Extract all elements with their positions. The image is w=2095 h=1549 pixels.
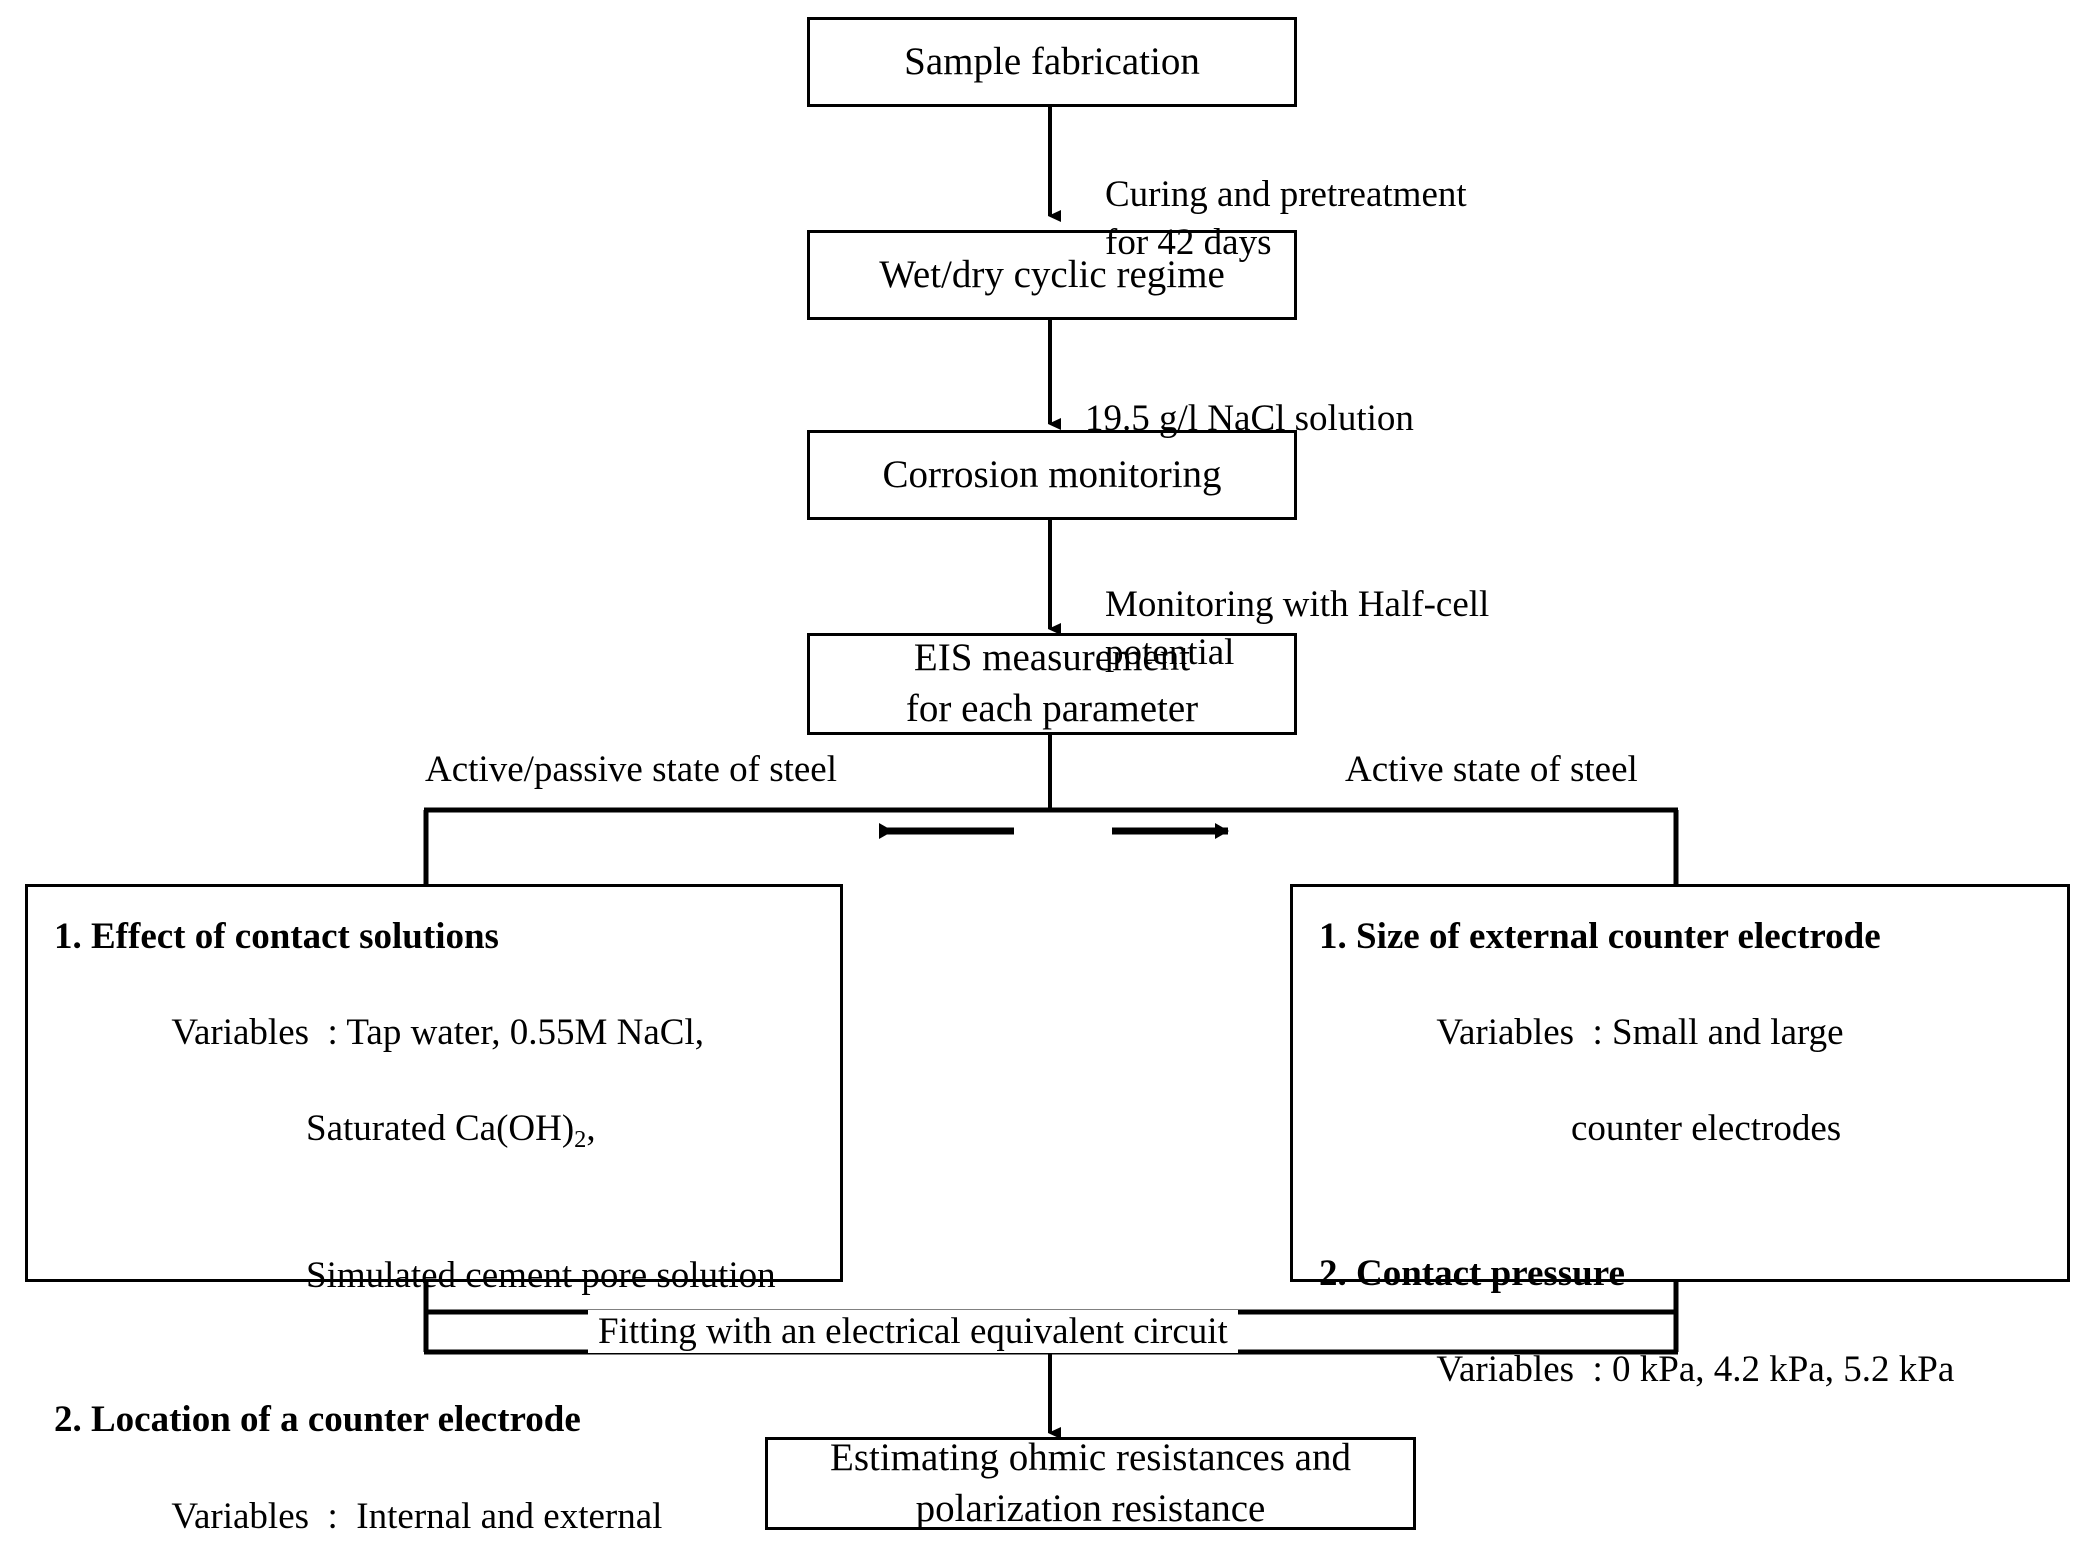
panel-left-item-1-heading: Effect of contact solutions	[91, 916, 499, 957]
branch-label-active-passive: Active/passive state of steel	[425, 748, 837, 791]
edge-label-curing-pretreatment: Curing and pretreatment for 42 days	[1105, 123, 1467, 267]
panel-left-item-2-title: 2. Location of a counter electrode	[54, 1396, 840, 1444]
panel-left-item-2-number: 2.	[54, 1399, 82, 1441]
panel-left-item-1-vars-value-3: Simulated cement pore solution	[306, 1255, 776, 1297]
branch-label-left-text: Active/passive state of steel	[425, 749, 838, 790]
panel-left-item-2-variables: Variables : Internal and external counte…	[98, 1445, 840, 1549]
node-estimating-resistances[interactable]: Estimating ohmic resistances and polariz…	[765, 1436, 1416, 1530]
panel-left-item-1-number: 1.	[54, 916, 82, 957]
panel-right-item-2-title: 2. Contact pressure	[1319, 1250, 2067, 1298]
edge-label-half-cell-potential: Monitoring with Half-cell potential	[1105, 533, 1489, 677]
panel-left-item-2-vars-value-1: Internal and external	[347, 1495, 663, 1537]
node-estimating-resistances-label: Estimating ohmic resistances and polariz…	[830, 1435, 1351, 1530]
edge-label-half-cell-text: Monitoring with Half-cell potential	[1105, 584, 1490, 674]
edge-label-nacl-solution: 19.5 g/l NaCl solution	[1085, 347, 1414, 443]
panel-right-item-1-vars-label: Variables :	[1436, 1012, 1613, 1054]
node-wet-dry-label: Wet/dry cyclic regime	[879, 253, 1225, 297]
panel-left-item-1-vars-value-2: Saturated Ca(OH)2,	[306, 1108, 596, 1154]
panel-right-item-2: 2. Contact pressure Variables : 0 kPa, 4…	[1319, 1250, 2067, 1442]
panel-right-item-1-variables: Variables : Small and large counter elec…	[1363, 961, 2067, 1250]
panel-active-parameters[interactable]: 1. Size of external counter electrode Va…	[1290, 884, 2070, 1390]
panel-left-item-1-vars-value-1: Tap water, 0.55M NaCl,	[346, 1012, 704, 1054]
branch-label-active: Active state of steel	[1345, 748, 1638, 791]
node-eis-measurement[interactable]: EIS measurement for each parameter	[807, 633, 1297, 735]
edge-label-fitting-text: Fitting with an electrical equivalent ci…	[598, 1311, 1228, 1352]
panel-right-item-1-number: 1.	[1319, 916, 1347, 957]
panel-left-item-1-variables: Variables : Tap water, 0.55M NaCl, Satur…	[98, 961, 840, 1396]
panel-right-item-1-title: 1. Size of external counter electrode	[1319, 913, 2067, 961]
edge-label-fitting-circuit: Fitting with an electrical equivalent ci…	[588, 1310, 1238, 1353]
edge-label-nacl-text: 19.5 g/l NaCl solution	[1085, 398, 1414, 440]
node-eis-measurement-label: EIS measurement for each parameter	[905, 636, 1199, 730]
panel-right-item-2-vars-label: Variables :	[1436, 1348, 1613, 1390]
panel-active-passive-parameters[interactable]: 1. Effect of contact solutions Variables…	[25, 884, 843, 1537]
node-sample-fabrication[interactable]: Sample fabrication	[807, 17, 1297, 107]
panel-left-item-2-vars-label: Variables :	[171, 1495, 348, 1537]
node-corrosion-monitoring-label: Corrosion monitoring	[882, 453, 1222, 497]
panel-right-item-2-vars-value-1: 0 kPa, 4.2 kPa, 5.2 kPa	[1612, 1348, 1955, 1390]
panel-right-item-1: 1. Size of external counter electrode Va…	[1319, 913, 2067, 1250]
panel-left-item-2: 2. Location of a counter electrode Varia…	[54, 1396, 840, 1549]
panel-left-item-1: 1. Effect of contact solutions Variables…	[54, 913, 840, 1396]
panel-right-item-1-vars-value-2: counter electrodes	[1571, 1108, 1842, 1150]
node-sample-fabrication-label: Sample fabrication	[904, 40, 1200, 84]
edge-label-curing-text: Curing and pretreatment for 42 days	[1105, 174, 1467, 264]
panel-left-item-1-vars-label: Variables :	[171, 1012, 347, 1054]
panel-left-item-2-heading: Location of a counter electrode	[91, 1399, 581, 1441]
node-wet-dry-cyclic-regime[interactable]: Wet/dry cyclic regime	[807, 230, 1297, 320]
subscript-two: 2	[574, 1126, 587, 1154]
panel-right-item-2-number: 2.	[1319, 1252, 1347, 1294]
panel-right-item-1-heading: Size of external counter electrode	[1356, 916, 1881, 957]
panel-right-item-1-vars-value-1: Small and large	[1612, 1012, 1844, 1054]
branch-label-right-text: Active state of steel	[1345, 749, 1638, 790]
panel-right-item-2-heading: Contact pressure	[1356, 1252, 1625, 1294]
panel-right-item-2-variables: Variables : 0 kPa, 4.2 kPa, 5.2 kPa	[1363, 1298, 2067, 1442]
node-corrosion-monitoring[interactable]: Corrosion monitoring	[807, 430, 1297, 520]
panel-left-item-1-title: 1. Effect of contact solutions	[54, 913, 840, 961]
